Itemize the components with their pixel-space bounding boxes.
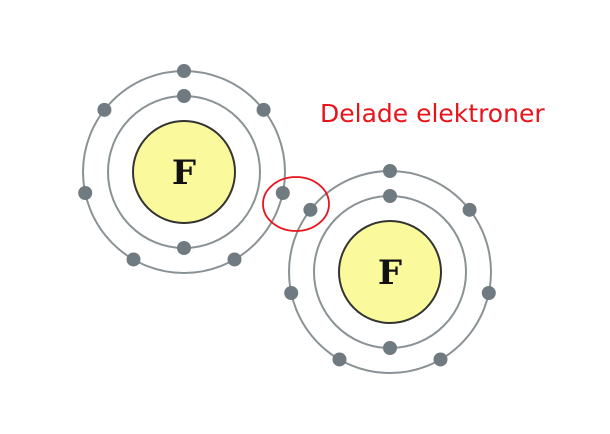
shared-electrons-label: Delade elektroner [320,99,545,128]
fluorine-atom-right: F [284,164,496,374]
inner-electron [177,89,191,103]
outer-electron [433,352,448,367]
element-symbol: F [378,253,402,293]
fluorine-atom-left: F [78,64,290,274]
outer-electron [256,102,271,117]
outer-electron [383,164,397,178]
outer-electron [97,102,112,117]
inner-electron [383,189,397,203]
inner-electron [177,241,191,255]
element-symbol: F [172,153,196,193]
outer-electron [177,64,191,78]
nucleus [132,120,236,224]
nucleus [338,220,442,324]
outer-electron [462,202,477,217]
inner-electron [383,341,397,355]
outer-electron [227,252,242,267]
outer-electron [332,352,347,367]
outer-electron [275,185,290,200]
outer-electron [78,185,93,200]
outer-electron [126,252,141,267]
outer-electron [303,202,318,217]
shared-electrons-highlight [262,176,330,232]
outer-electron [284,285,299,300]
outer-electron [481,285,496,300]
